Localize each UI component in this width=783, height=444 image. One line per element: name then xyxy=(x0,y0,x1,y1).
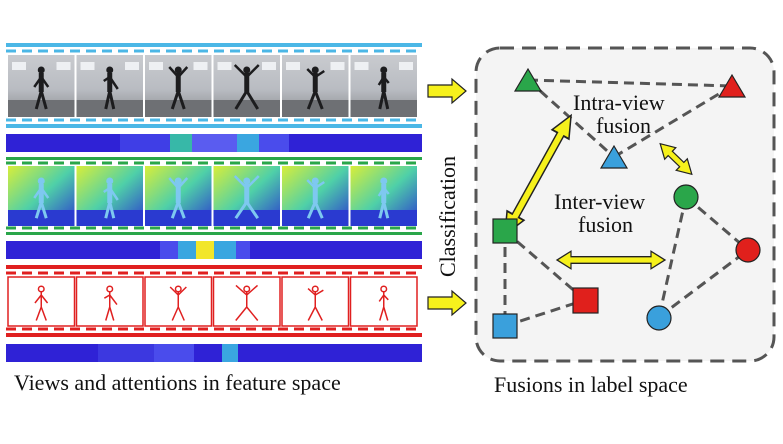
blue-triangle-node xyxy=(599,144,629,169)
skeleton-frames xyxy=(7,276,418,327)
depth-frame xyxy=(213,166,280,226)
red-triangle-node xyxy=(717,73,747,98)
skeleton-frame xyxy=(7,276,76,327)
inter-view-label-2: fusion xyxy=(578,212,633,237)
inter-view-label-1: Inter-view xyxy=(554,189,645,214)
skeleton-frame xyxy=(212,276,281,327)
connection-lines xyxy=(503,78,749,328)
label-space-caption: Fusions in label space xyxy=(494,372,688,397)
rgb-frame xyxy=(350,55,417,117)
rgb-view-border xyxy=(6,43,422,128)
skeleton-frame xyxy=(75,276,144,327)
arrow-skeleton-to-label xyxy=(427,289,467,317)
depth-frame xyxy=(145,166,212,226)
blue-square-node xyxy=(492,313,518,339)
double-arrow-intra-view xyxy=(659,142,693,176)
label-space-panel: Intra-view fusion Inter-view fusion xyxy=(474,46,776,363)
green-triangle-node xyxy=(513,67,543,92)
feature-panel xyxy=(6,43,467,362)
rgb-view-dashes xyxy=(6,49,422,122)
red-square-node xyxy=(572,287,599,314)
depth-view-dashes xyxy=(6,161,422,230)
rgb-frame xyxy=(213,55,280,117)
attention-bar-depth xyxy=(6,241,422,259)
red-circle-node xyxy=(735,237,761,263)
rgb-frame xyxy=(76,55,143,117)
rgb-frame xyxy=(282,55,349,117)
depth-frame xyxy=(8,166,75,226)
green-circle-node xyxy=(673,184,699,210)
rgb-frame xyxy=(145,55,212,117)
blue-circle-node xyxy=(646,305,672,331)
label-space-box xyxy=(474,46,776,363)
classification-label: Classification xyxy=(435,156,460,277)
double-arrow-inter-view-2 xyxy=(555,250,667,270)
intra-view-label-2: fusion xyxy=(596,113,651,138)
attention-bar-skeleton xyxy=(6,344,422,362)
skeleton-view-border xyxy=(6,265,422,337)
depth-frame xyxy=(350,166,417,226)
skeleton-view-dashes xyxy=(6,271,422,331)
skeleton-frame xyxy=(144,276,213,327)
skeleton-frame xyxy=(349,276,418,327)
depth-frame xyxy=(282,166,349,226)
depth-frames xyxy=(8,166,417,226)
feature-space-caption: Views and attentions in feature space xyxy=(14,370,341,395)
skeleton-frame xyxy=(281,276,350,327)
double-arrow-inter-view-1 xyxy=(504,113,572,237)
rgb-frame xyxy=(8,55,75,117)
intra-view-label-1: Intra-view xyxy=(573,90,665,115)
attention-bar-rgb xyxy=(6,134,422,152)
depth-frame xyxy=(76,166,143,226)
rgb-frames xyxy=(8,55,417,117)
depth-view-border xyxy=(6,157,422,235)
arrow-rgb-to-label xyxy=(427,77,467,105)
green-square-node xyxy=(492,218,518,244)
